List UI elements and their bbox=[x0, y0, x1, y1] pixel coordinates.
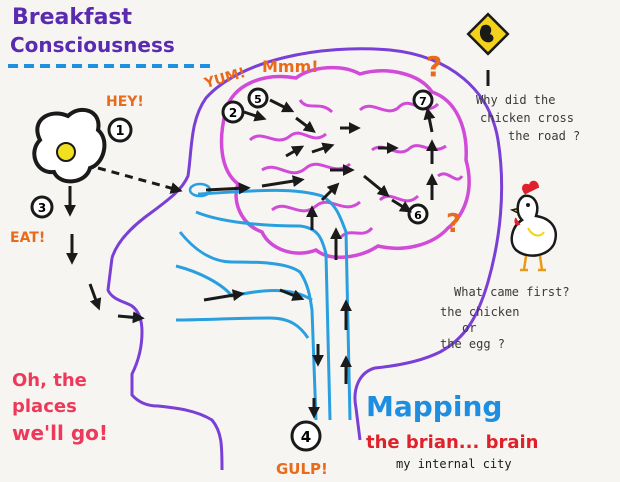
places-line-1: Oh, the bbox=[12, 370, 87, 391]
chicken-egg-line-4: the egg ? bbox=[440, 337, 505, 351]
step-5-number: 5 bbox=[254, 93, 262, 106]
arrow-eat-2 bbox=[88, 283, 102, 311]
question-mark-top: ? bbox=[426, 50, 442, 83]
brain-outline bbox=[219, 65, 471, 259]
internal-city-caption: my internal city bbox=[396, 457, 512, 471]
arrow-brain-8 bbox=[391, 198, 413, 213]
arrow-mouth-2 bbox=[279, 288, 305, 301]
arrow-eye-1 bbox=[205, 182, 251, 195]
pathway-arrows bbox=[64, 98, 438, 419]
eat-label: EAT! bbox=[10, 230, 45, 246]
step-5: 5 bbox=[247, 87, 269, 109]
question-mark-mid: ? bbox=[446, 209, 461, 239]
arrow-brain-1 bbox=[243, 110, 267, 122]
arrow-egg-to-eye bbox=[97, 166, 183, 194]
mapping-title: Mapping bbox=[366, 390, 502, 423]
chicken-egg-line-3: or bbox=[462, 321, 476, 335]
chicken-road-line-2: chicken cross bbox=[480, 111, 574, 125]
places-line-2: places bbox=[12, 396, 77, 417]
step-3-number: 3 bbox=[38, 201, 46, 215]
chicken-road-line-1: Why did the bbox=[476, 93, 555, 107]
chicken-icon bbox=[509, 180, 557, 272]
step-2: 2 bbox=[221, 100, 245, 124]
step-3: 3 bbox=[30, 195, 54, 219]
mmm-label: Mmm! bbox=[262, 57, 319, 76]
arrow-brain-3 bbox=[295, 116, 316, 133]
title-line-2: Consciousness bbox=[10, 33, 175, 57]
step-1-number: 1 bbox=[115, 124, 124, 139]
step-6: 6 bbox=[407, 203, 429, 225]
throat-pathway bbox=[175, 188, 352, 421]
step-7-number: 7 bbox=[419, 95, 427, 108]
arrow-to-mouth bbox=[117, 311, 145, 324]
places-line-3: we'll go! bbox=[12, 421, 108, 445]
hey-label: HEY! bbox=[106, 94, 144, 110]
step-7: 7 bbox=[412, 89, 434, 111]
chicken-road-line-3: the road ? bbox=[508, 129, 580, 143]
arrow-brain-7 bbox=[363, 174, 390, 198]
gulp-label: GULP! bbox=[276, 460, 328, 478]
title-line-1: Breakfast bbox=[12, 5, 133, 30]
chicken-egg-line-1: What came first? bbox=[454, 285, 570, 299]
chicken-crossing-sign-icon bbox=[466, 12, 510, 86]
arrow-eye-2 bbox=[261, 175, 305, 188]
step-4: 4 bbox=[290, 420, 322, 452]
arrow-brain-4 bbox=[285, 145, 305, 158]
arrow-mouth-1 bbox=[203, 289, 245, 302]
brain-subtitle: the brian... brain bbox=[366, 432, 538, 453]
egg-yolk-icon bbox=[56, 142, 76, 162]
arrow-up-4 bbox=[320, 182, 340, 202]
step-1: 1 bbox=[107, 117, 133, 143]
head-outline bbox=[106, 47, 504, 471]
arrow-brain-5 bbox=[311, 142, 335, 154]
arrow-brain-11 bbox=[423, 107, 436, 133]
step-6-number: 6 bbox=[414, 209, 422, 222]
step-2-number: 2 bbox=[229, 106, 237, 120]
chicken-egg-line-2: the chicken bbox=[440, 305, 519, 319]
arrow-brain-2 bbox=[269, 98, 295, 113]
step-4-number: 4 bbox=[301, 428, 311, 446]
